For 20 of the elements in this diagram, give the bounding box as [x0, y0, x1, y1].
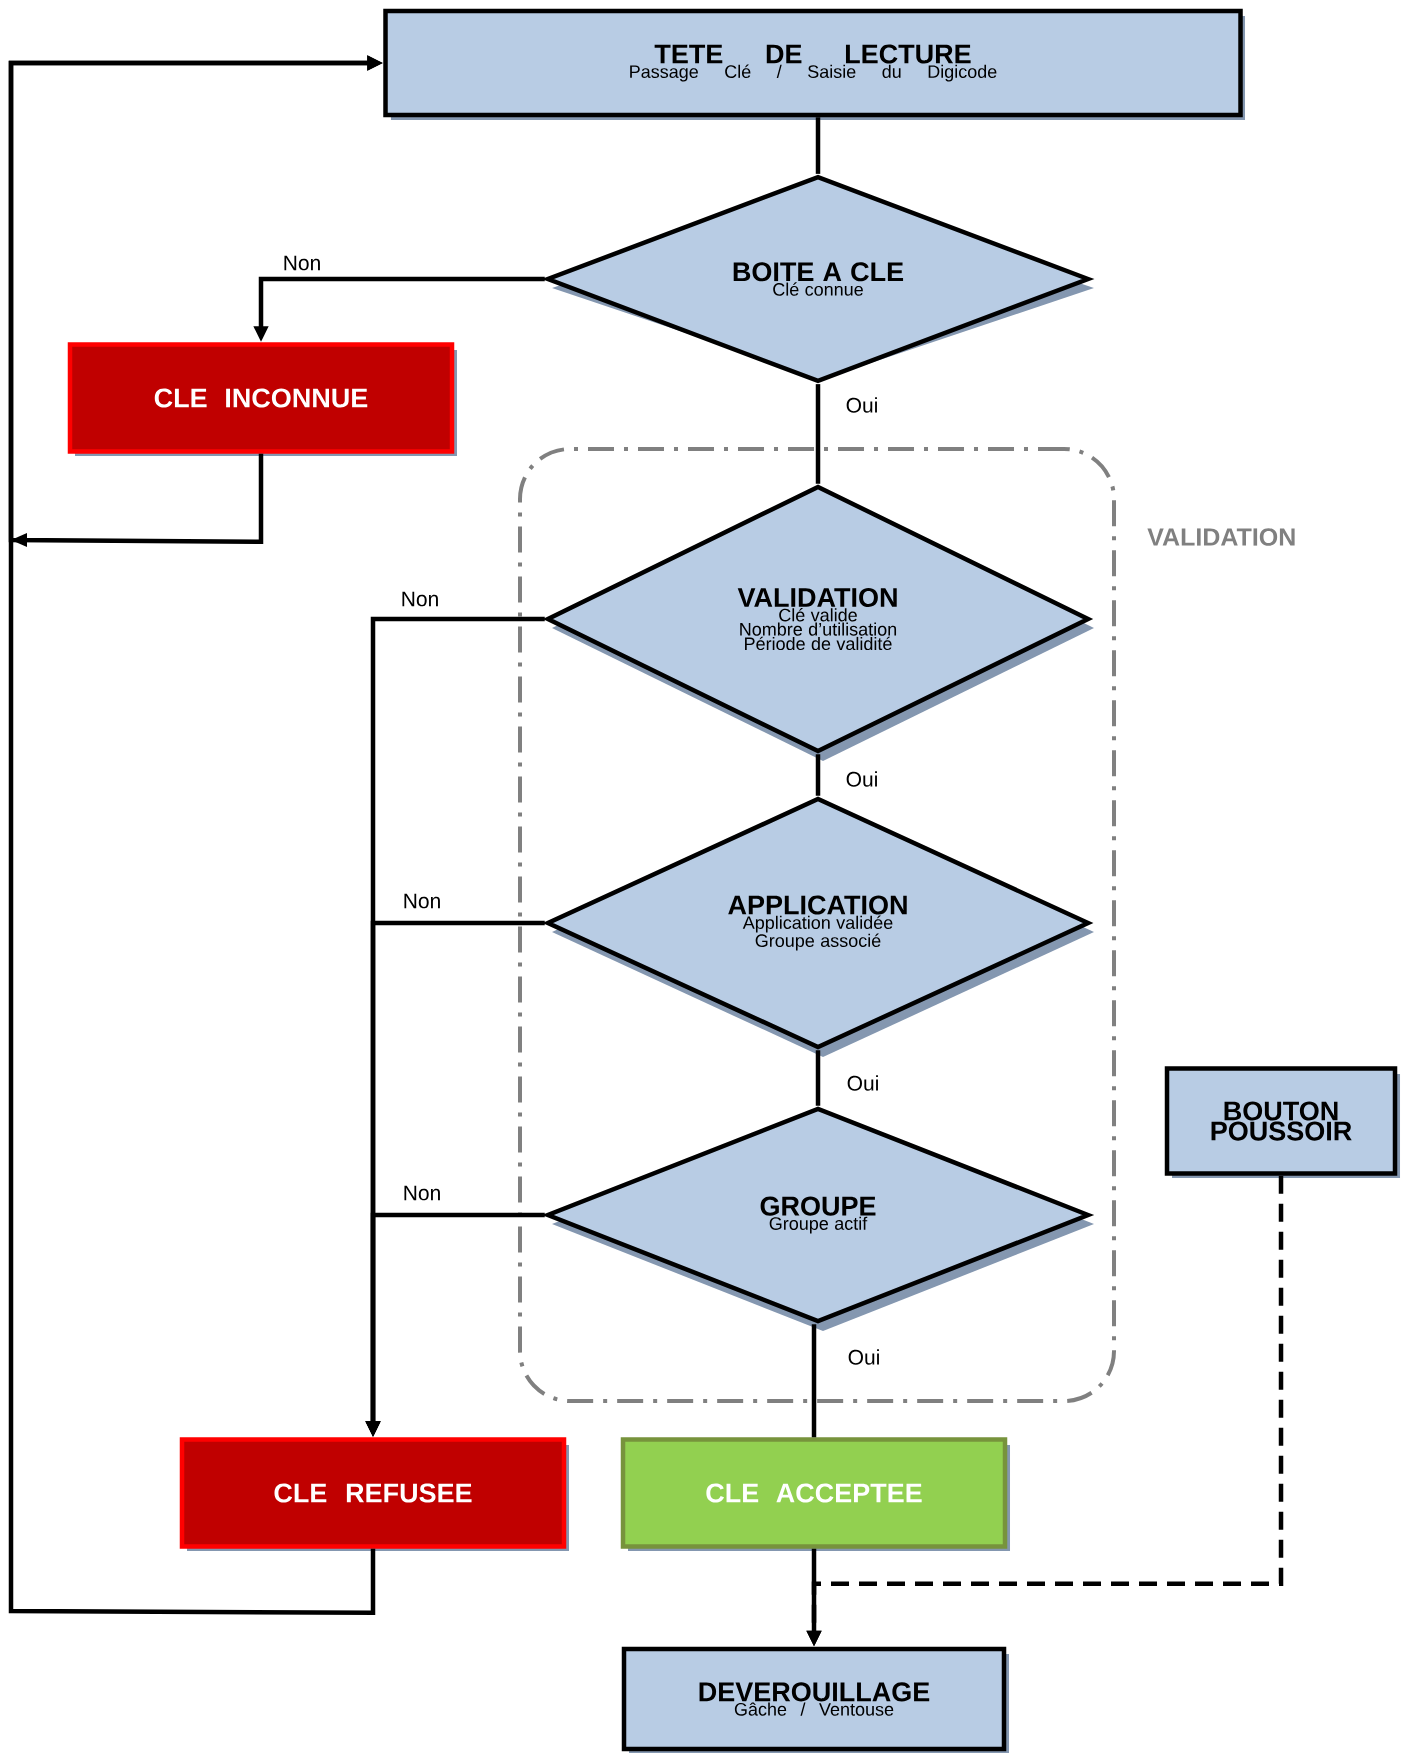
connector-line [811, 1324, 817, 1438]
edge-label: Non [401, 892, 443, 910]
edge-label: Oui [844, 396, 880, 414]
connector-line [815, 754, 821, 796]
edge-label: Oui [844, 770, 880, 788]
accepted-box: CLE ACCEPTEE [620, 1437, 1010, 1551]
connector-line [815, 1050, 821, 1106]
rejected-box: CLE INCONNUE [67, 342, 457, 456]
edge-label: Non [401, 1184, 443, 1202]
process-box: BOUTON POUSSOIR [1164, 1066, 1400, 1178]
edge-label: Oui [845, 1074, 881, 1092]
process-box: DEVEROUILLAGE Gâche / Ventouse [621, 1646, 1009, 1753]
edge-label: Oui [846, 1348, 882, 1366]
connector-line [815, 117, 821, 174]
edge-label: Non [399, 590, 441, 608]
connector-line [815, 384, 821, 484]
process-box: TETE DE LECTURE Passage Clé / Saisie du Digicode [383, 8, 1245, 120]
rejected-box: CLE REFUSEE [179, 1437, 569, 1551]
group-label: VALIDATION [1147, 528, 1295, 546]
edge-label: Non [281, 254, 323, 272]
